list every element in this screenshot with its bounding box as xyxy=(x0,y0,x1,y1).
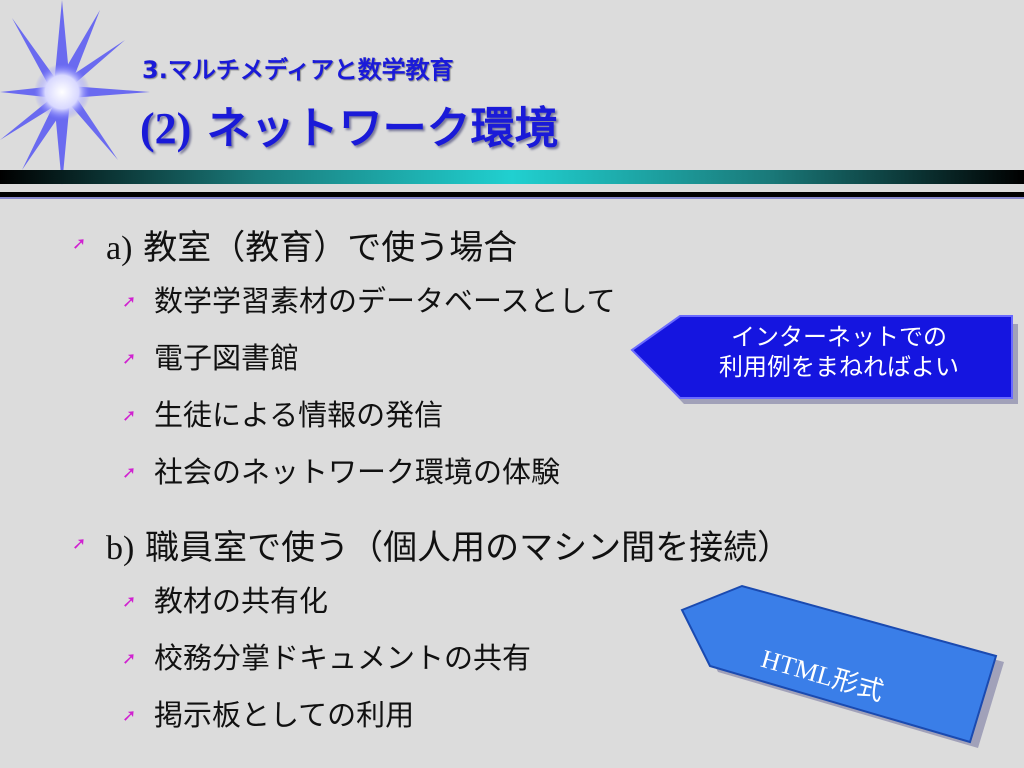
internet-callout-text: インターネットでの 利用例をまねればよい xyxy=(672,322,1006,382)
title-text: ネットワーク環境 xyxy=(191,103,559,154)
arrow-up-right-icon: ➚ xyxy=(122,406,137,426)
title-number: (2) xyxy=(140,104,192,153)
list-item: 電子図書館 xyxy=(154,341,300,375)
arrow-up-right-icon: ➚ xyxy=(72,234,87,254)
slide-subtitle: 3.マルチメディアと数学教育 xyxy=(142,56,454,84)
section-b-heading: b) 職員室で使う（個人用のマシン間を接続） xyxy=(106,520,791,569)
slide-title: (2) ネットワーク環境 xyxy=(140,92,559,156)
arrow-up-right-icon: ➚ xyxy=(122,706,137,726)
arrow-up-right-icon: ➚ xyxy=(122,649,137,669)
internet-callout-shape xyxy=(630,315,1018,404)
section-label: b) xyxy=(106,530,135,567)
section-text: 職員室で使う（個人用のマシン間を接続） xyxy=(134,528,792,568)
list-item: 数学学習素材のデータベースとして xyxy=(154,284,616,318)
section-a-heading: a) 教室（教育）で使う場合 xyxy=(106,220,517,269)
callout-line: インターネットでの xyxy=(731,323,947,351)
callout-line: 利用例をまねればよい xyxy=(719,353,959,381)
arrow-up-right-icon: ➚ xyxy=(122,349,137,369)
list-item: 校務分掌ドキュメントの共有 xyxy=(154,641,532,675)
section-text: 教室（教育）で使う場合 xyxy=(132,228,518,268)
list-item: 教材の共有化 xyxy=(154,584,329,618)
list-item: 社会のネットワーク環境の体験 xyxy=(154,455,561,489)
title-divider xyxy=(0,170,1024,199)
html-callout-shape xyxy=(680,584,1004,748)
arrow-up-right-icon: ➚ xyxy=(122,292,137,312)
list-item: 生徒による情報の発信 xyxy=(154,398,444,432)
list-item: 掲示板としての利用 xyxy=(154,698,415,732)
starburst-icon xyxy=(0,0,150,185)
arrow-up-right-icon: ➚ xyxy=(122,592,137,612)
arrow-up-right-icon: ➚ xyxy=(72,534,87,554)
section-label: a) xyxy=(106,230,133,267)
arrow-up-right-icon: ➚ xyxy=(122,463,137,483)
